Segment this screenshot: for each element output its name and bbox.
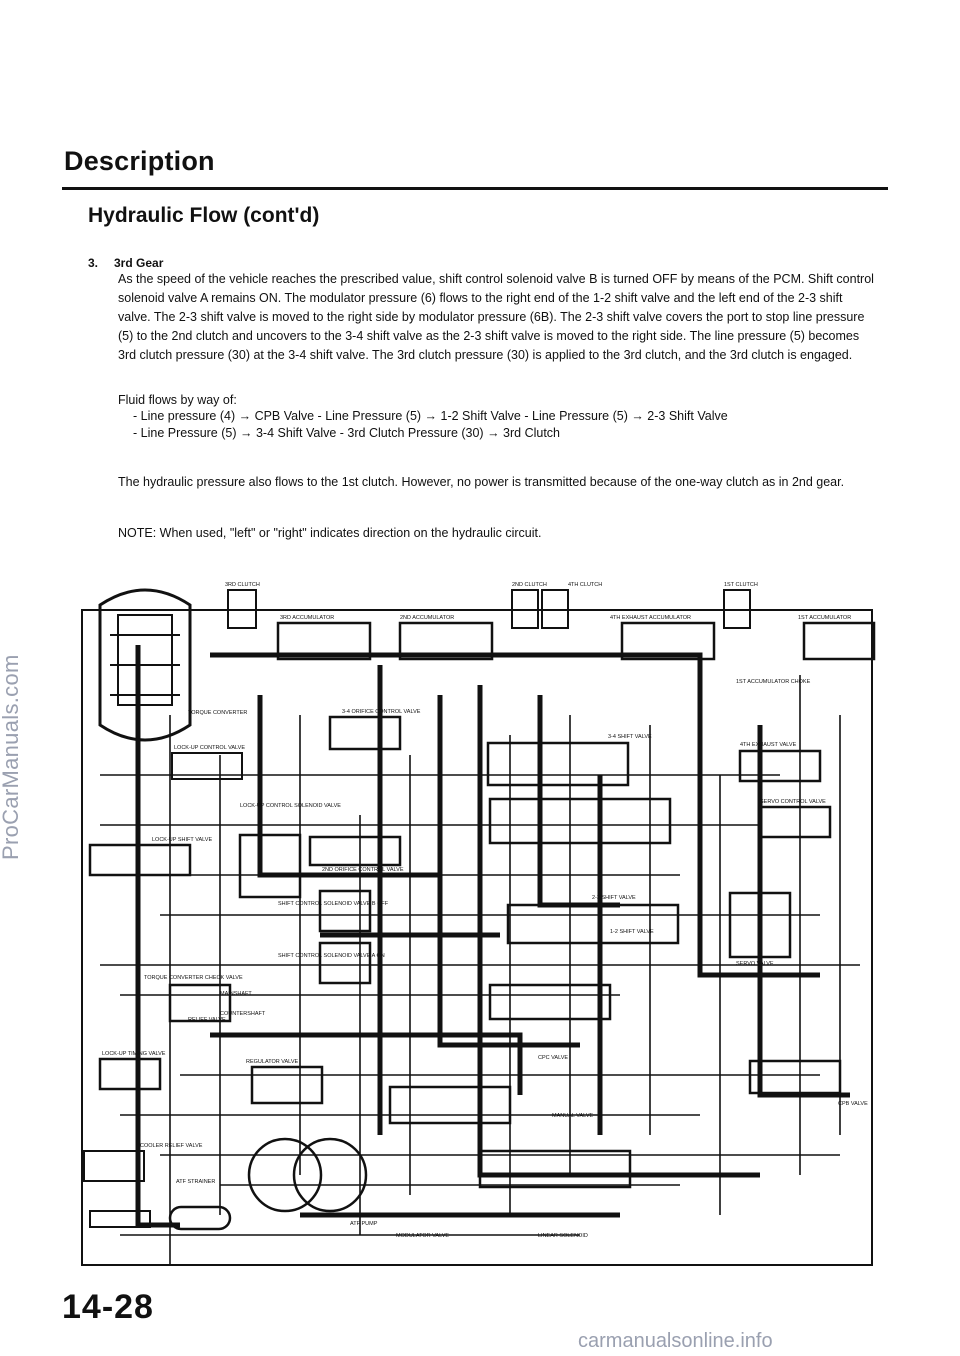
label-atf-pump: ATF PUMP	[350, 1221, 378, 1227]
label-cpb-valve: CPB VALVE	[838, 1101, 868, 1107]
label-2nd-orifice-control: 2ND ORIFICE CONTROL VALVE	[322, 867, 404, 873]
label-linear-solenoid: LINEAR SOLENOID	[538, 1233, 588, 1239]
label-4th-exhaust-accumulator: 4TH EXHAUST ACCUMULATOR	[610, 615, 691, 621]
description-paragraph: As the speed of the vehicle reaches the …	[118, 272, 874, 362]
label-shift-solenoid-b: SHIFT CONTROL SOLENOID VALVE B OFF	[278, 901, 389, 907]
label-1st-accumulator: 1ST ACCUMULATOR	[798, 615, 851, 621]
subsection-title: 3rd Gear	[114, 256, 164, 270]
label-mainshaft: MAINSHAFT	[220, 991, 252, 997]
title-rule	[62, 187, 888, 190]
page-number: 14-28	[62, 1288, 154, 1326]
label-4th-exhaust-valve: 4TH EXHAUST VALVE	[740, 742, 797, 748]
label-tc-check-valve: TORQUE CONVERTER CHECK VALVE	[144, 975, 243, 981]
label-3-4-shift-valve: 3-4 SHIFT VALVE	[608, 734, 652, 740]
label-countershaft: COUNTERSHAFT	[220, 1011, 266, 1017]
label-orifice-control-valve: 3-4 ORIFICE CONTROL VALVE	[342, 709, 421, 715]
label-1st-clutch: 1ST CLUTCH	[724, 582, 758, 588]
label-manual-valve: MANUAL VALVE	[552, 1113, 593, 1119]
label-1st-accumulator-choke: 1ST ACCUMULATOR CHOKE	[736, 679, 811, 685]
label-2-3-shift-valve: 2-3 SHIFT VALVE	[592, 895, 636, 901]
label-1-2-shift-valve: 1-2 SHIFT VALVE	[610, 929, 654, 935]
label-lockup-timing-valve: LOCK-UP TIMING VALVE	[102, 1051, 166, 1057]
label-shift-solenoid-a: SHIFT CONTROL SOLENOID VALVE A ON	[278, 953, 385, 959]
subsection-number: 3.	[88, 256, 99, 270]
label-cpc-valve: CPC VALVE	[538, 1055, 568, 1061]
note-text: NOTE: When used, "left" or "right" indic…	[118, 526, 542, 540]
label-servo-control-valve: SERVO CONTROL VALVE	[760, 799, 826, 805]
label-lockup-control-solenoid: LOCK-UP CONTROL SOLENOID VALVE	[240, 803, 341, 809]
label-cooler-relief-valve: COOLER RELIEF VALVE	[140, 1143, 203, 1149]
first-clutch-paragraph: The hydraulic pressure also flows to the…	[118, 475, 845, 489]
fluid-flow-label: Fluid flows by way of:	[118, 393, 237, 407]
bottom-watermark: carmanualsonline.info	[578, 1330, 773, 1352]
label-lockup-control-valve: LOCK-UP CONTROL VALVE	[174, 745, 245, 751]
hydraulic-circuit-diagram: 3RD CLUTCH 3RD ACCUMULATOR 2ND CLUTCH 4T…	[81, 582, 876, 1266]
section-heading: Hydraulic Flow (cont'd)	[88, 204, 320, 227]
side-watermark: ProCarManuals.com	[0, 654, 23, 860]
label-2nd-accumulator: 2ND ACCUMULATOR	[400, 615, 454, 621]
label-torque-converter: TORQUE CONVERTER	[188, 710, 247, 716]
label-3rd-accumulator: 3RD ACCUMULATOR	[280, 615, 334, 621]
label-lockup-shift-valve: LOCK-UP SHIFT VALVE	[152, 837, 212, 843]
label-atf-strainer: ATF STRAINER	[176, 1179, 215, 1185]
label-modulator-valve: MODULATOR VALVE	[396, 1233, 449, 1239]
label-servo-valve: SERVO VALVE	[736, 961, 774, 967]
flow-line-2: - Line Pressure (5) → 3-4 Shift Valve - …	[133, 426, 561, 440]
page-title: Description	[64, 146, 215, 176]
label-regulator-valve: REGULATOR VALVE	[246, 1059, 298, 1065]
label-relief-valve: RELIEF VALVE	[188, 1017, 226, 1023]
label-4th-clutch: 4TH CLUTCH	[568, 582, 602, 588]
label-3rd-clutch: 3RD CLUTCH	[225, 582, 260, 588]
flow-line-1: - Line pressure (4) → CPB Valve - Line P…	[133, 409, 728, 423]
label-2nd-clutch: 2ND CLUTCH	[512, 582, 547, 588]
